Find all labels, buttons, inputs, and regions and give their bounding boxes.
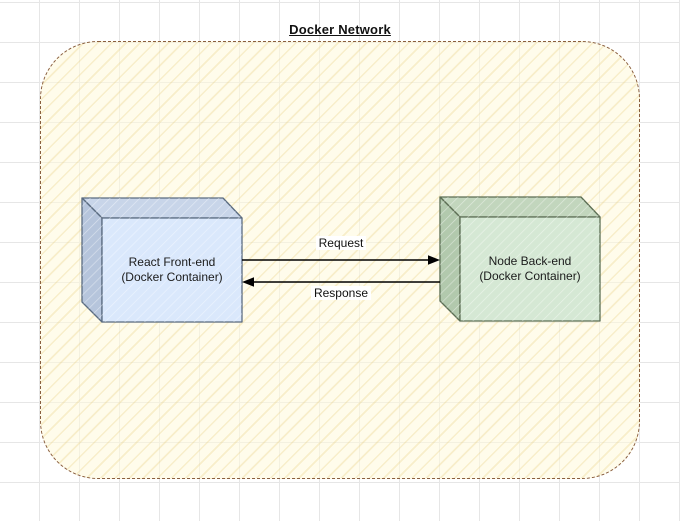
network-title-text: Docker Network: [289, 22, 391, 37]
node-backend-label-line2: (Docker Container): [479, 269, 581, 283]
react-frontend-label-line1: React Front-end: [128, 255, 216, 269]
react-cube-shape: [81, 197, 243, 323]
react-frontend-label: React Front-end (Docker Container): [102, 218, 242, 322]
node-cube-shape: [439, 196, 601, 322]
network-title: Docker Network: [0, 21, 680, 39]
request-arrowhead-icon: [428, 255, 440, 265]
node-backend-label-line1: Node Back-end: [488, 254, 572, 268]
node-node-backend: Node Back-end (Docker Container): [439, 196, 601, 323]
response-arrow-label: Response: [238, 286, 444, 300]
response-arrowhead-icon: [242, 277, 254, 287]
node-backend-label: Node Back-end (Docker Container): [460, 217, 600, 321]
node-react-frontend: React Front-end (Docker Container): [81, 197, 243, 324]
edges-layer: [242, 255, 440, 287]
request-arrow: [242, 255, 440, 265]
request-arrow-label: Request: [238, 236, 444, 250]
response-arrow: [242, 277, 440, 287]
react-frontend-label-line2: (Docker Container): [121, 270, 223, 284]
